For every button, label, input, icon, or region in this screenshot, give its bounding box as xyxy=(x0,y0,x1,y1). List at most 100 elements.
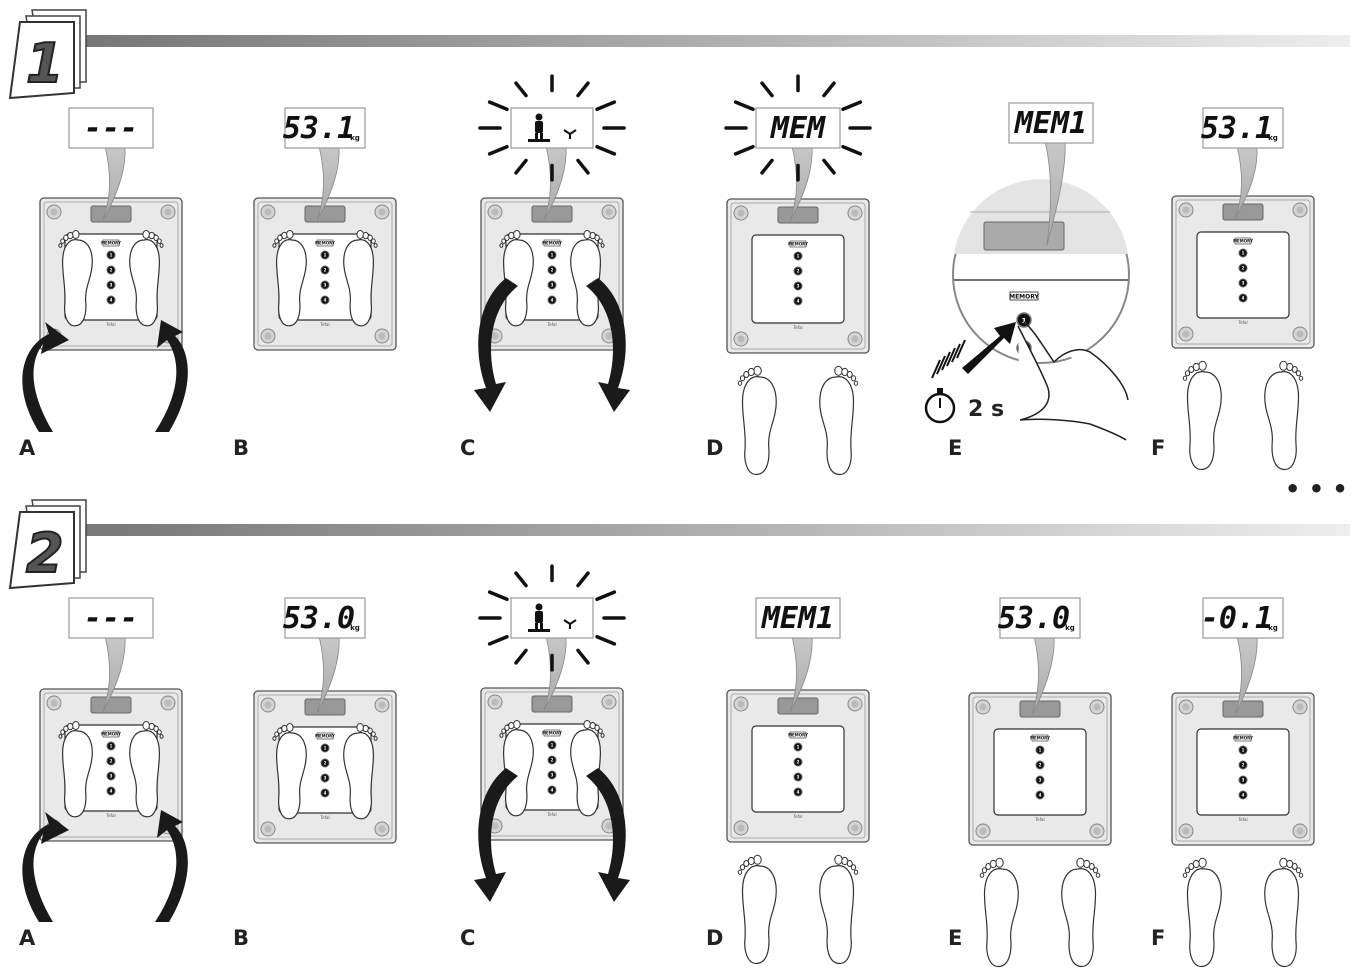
memory-button-1[interactable]: 1 xyxy=(1238,745,1248,755)
memory-button-1[interactable]: 1 xyxy=(547,250,557,260)
memory-button-1[interactable]: 1 xyxy=(547,740,557,750)
memory-button-1[interactable]: 1 xyxy=(106,250,116,260)
memory-label: MEMORY xyxy=(788,240,808,248)
memory-button-3[interactable]: 3 xyxy=(1238,775,1248,785)
feet-off-scale xyxy=(737,854,859,965)
memory-button-1[interactable]: 1 xyxy=(320,250,330,260)
memory-button-4[interactable]: 4 xyxy=(106,786,116,796)
callout-pointer xyxy=(789,145,813,222)
memory-button-2[interactable]: 2 xyxy=(793,757,803,767)
memory-button-3[interactable]: 3 xyxy=(1035,775,1045,785)
memory-button-4[interactable]: 4 xyxy=(1035,790,1045,800)
memory-button-4[interactable]: 4 xyxy=(793,787,803,797)
memory-button-2[interactable]: 2 xyxy=(547,755,557,765)
left-foot-on-scale xyxy=(58,721,93,818)
memory-button-2[interactable]: 2 xyxy=(547,265,557,275)
step-on-arrows xyxy=(22,320,188,432)
memory-button-4[interactable]: 4 xyxy=(1238,293,1248,303)
memory-button-3[interactable]: 3 xyxy=(106,771,116,781)
memory-button-1[interactable]: 1 xyxy=(1016,312,1032,328)
memory-button-2[interactable]: 2 xyxy=(106,756,116,766)
svg-text:4: 4 xyxy=(110,298,113,303)
memory-button-1[interactable]: 1 xyxy=(1035,745,1045,755)
svg-text:4: 4 xyxy=(797,299,800,304)
memory-button-2[interactable]: 2 xyxy=(1238,760,1248,770)
callout-pointer xyxy=(1234,145,1258,219)
memory-button-2[interactable]: 2 xyxy=(793,266,803,276)
svg-text:-0.1: -0.1 xyxy=(1201,601,1273,636)
scale-display-window xyxy=(90,696,132,714)
svg-text:3: 3 xyxy=(1039,778,1042,783)
memory-button-4[interactable]: 4 xyxy=(547,295,557,305)
step-on-arrows xyxy=(22,810,188,922)
panel-letter: D xyxy=(706,436,723,460)
svg-text:1: 1 xyxy=(797,745,800,750)
svg-text:kg: kg xyxy=(1268,624,1278,632)
svg-text:3: 3 xyxy=(797,284,800,289)
memory-button-4[interactable]: 4 xyxy=(320,295,330,305)
scale-display-window xyxy=(304,205,346,223)
memory-button-4[interactable]: 4 xyxy=(106,295,116,305)
memory-button-2[interactable]: 2 xyxy=(1035,760,1045,770)
svg-text:3: 3 xyxy=(797,775,800,780)
svg-text:MEMORY: MEMORY xyxy=(315,241,335,246)
brand-logo: Tefal xyxy=(105,813,115,818)
memory-button-3[interactable]: 3 xyxy=(793,281,803,291)
svg-text:kg: kg xyxy=(1268,134,1278,142)
brand-logo: Tefal xyxy=(1237,817,1247,822)
memory-button-1[interactable]: 1 xyxy=(320,743,330,753)
svg-text:MEMORY: MEMORY xyxy=(315,734,335,739)
memory-button-3[interactable]: 3 xyxy=(320,773,330,783)
feet-off-scale xyxy=(979,857,1101,968)
svg-text:1: 1 xyxy=(110,253,113,258)
memory-button-1[interactable]: 1 xyxy=(793,742,803,752)
memory-button-3[interactable]: 3 xyxy=(320,280,330,290)
callout-pointer xyxy=(102,145,126,221)
memory-button-2[interactable]: 2 xyxy=(320,265,330,275)
brand-logo: Tefal xyxy=(1034,817,1044,822)
memory-button-1[interactable]: 1 xyxy=(1238,248,1248,258)
svg-text:---: --- xyxy=(84,111,138,146)
page-stack-icon xyxy=(8,499,87,590)
memory-button-3[interactable]: 3 xyxy=(547,280,557,290)
stopwatch-icon xyxy=(924,388,956,424)
memory-button-1[interactable]: 1 xyxy=(793,251,803,261)
memory-button-3[interactable]: 3 xyxy=(1238,278,1248,288)
brand-logo: Tefal xyxy=(792,325,802,330)
svg-text:3: 3 xyxy=(110,283,113,288)
curved-arrow-right xyxy=(155,320,188,432)
memory-button-zoom: MEMORY122 s xyxy=(924,179,1130,441)
svg-text:3: 3 xyxy=(551,773,554,778)
svg-text:MEM1: MEM1 xyxy=(1014,106,1087,141)
left-foot xyxy=(1182,857,1222,968)
panel-letter: E xyxy=(948,436,962,460)
memory-button-3[interactable]: 3 xyxy=(106,280,116,290)
display-callout: MEM xyxy=(724,74,872,222)
memory-button-2[interactable]: 2 xyxy=(106,265,116,275)
memory-button-2[interactable]: 2 xyxy=(320,758,330,768)
memory-button-3[interactable]: 3 xyxy=(793,772,803,782)
panel-1-e: EMEMORY122 s MEM1 xyxy=(924,102,1130,460)
svg-text:MEMORY: MEMORY xyxy=(1233,239,1253,244)
right-foot-on-scale xyxy=(343,723,378,820)
step-number: 1 xyxy=(26,32,64,95)
callout-pointer xyxy=(1234,635,1258,716)
memory-button-4[interactable]: 4 xyxy=(320,788,330,798)
memory-button-4[interactable]: 4 xyxy=(547,785,557,795)
memory-button-1[interactable]: 1 xyxy=(106,741,116,751)
scale-display-window xyxy=(1019,700,1061,718)
memory-button-3[interactable]: 3 xyxy=(547,770,557,780)
display-callout: --- xyxy=(68,597,154,712)
memory-button-4[interactable]: 4 xyxy=(793,296,803,306)
memory-button-2[interactable]: 2 xyxy=(1238,263,1248,273)
memory-button-4[interactable]: 4 xyxy=(1238,790,1248,800)
brand-logo: Tefal xyxy=(105,322,115,327)
callout-pointer xyxy=(789,635,813,713)
display-callout: --- xyxy=(68,107,154,221)
